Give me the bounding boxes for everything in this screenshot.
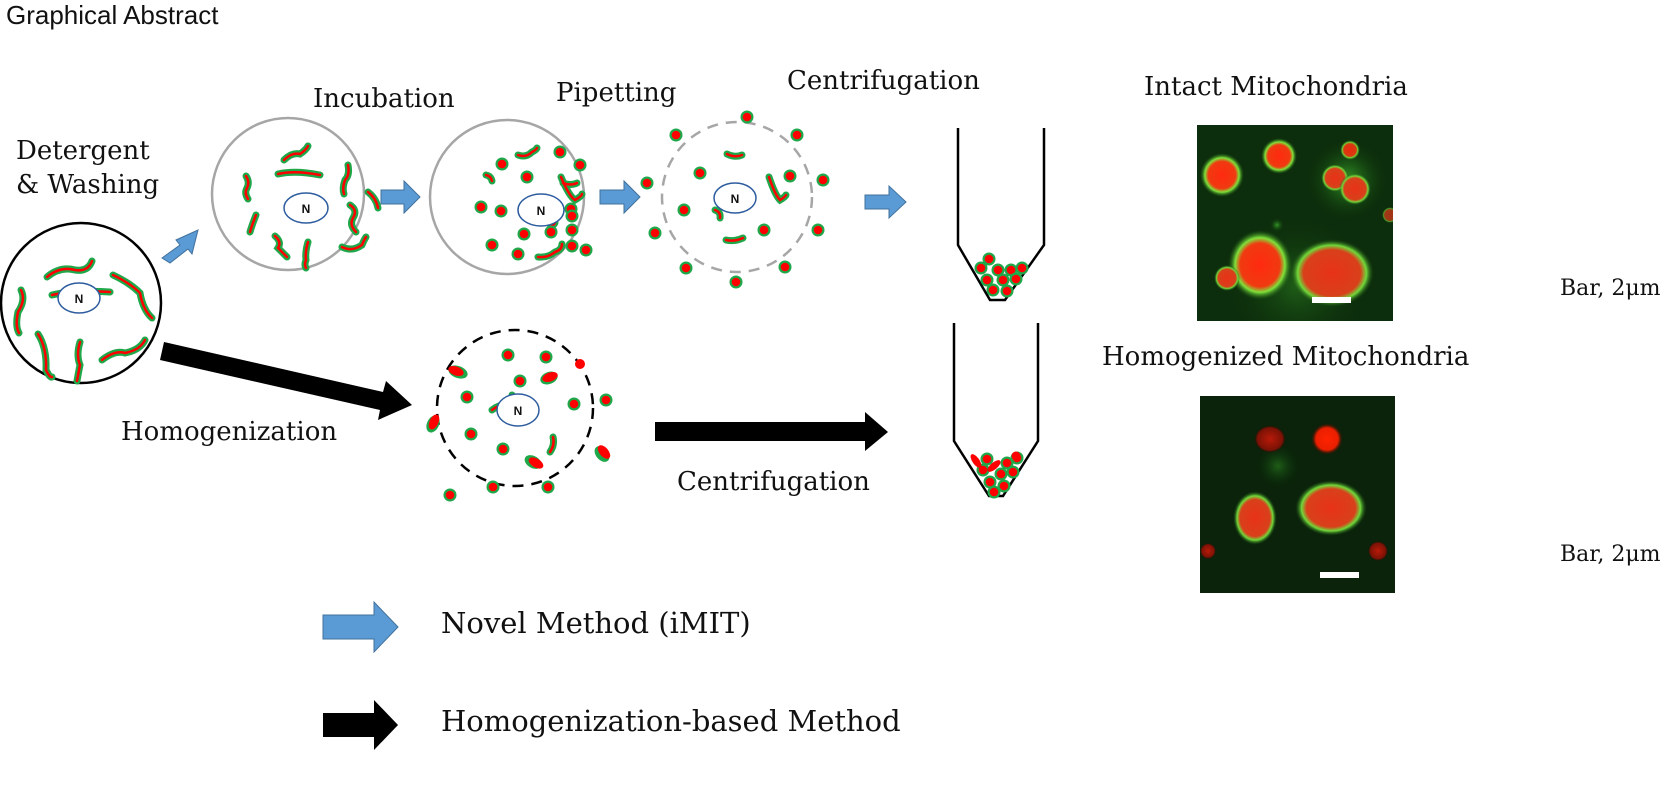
nucleus-label: N <box>302 202 311 216</box>
intact-mitochondria-title: Intact Mitochondria <box>1144 72 1408 102</box>
micrograph-intact <box>1197 125 1393 321</box>
flow-arrow-icon <box>380 179 421 215</box>
nucleus <box>517 193 565 227</box>
nucleus-label: N <box>537 204 546 218</box>
step-label-homogenization: Homogenization <box>121 417 338 447</box>
nucleus <box>57 282 101 314</box>
page-title: Graphical Abstract <box>6 0 219 30</box>
cell-pipetting: N <box>428 118 593 276</box>
nucleus <box>496 393 540 427</box>
intact-scale-label: Bar, 2μm <box>1560 276 1661 301</box>
cell-initial: N <box>0 221 163 385</box>
flow-arrow-icon <box>161 229 199 264</box>
legend-novel-arrow-icon <box>322 600 399 654</box>
flow-arrow-icon <box>864 184 907 220</box>
scale-bar <box>1320 572 1359 578</box>
nucleus-label: N <box>514 404 523 418</box>
nucleus-label: N <box>75 292 84 306</box>
step-label-detergent: Detergent <box>16 136 150 166</box>
nucleus-label: N <box>731 192 740 206</box>
step-label-washing: & Washing <box>16 170 160 200</box>
nucleus <box>283 192 329 224</box>
pellet <box>970 451 1024 499</box>
centrifugation-arrow-icon <box>655 412 888 451</box>
step-label-incubation: Incubation <box>313 84 455 114</box>
cell-incubation: N <box>210 116 382 272</box>
mitochondria-fragments <box>443 348 613 502</box>
scale-bar <box>1312 297 1351 303</box>
step-label-pipetting: Pipetting <box>556 78 677 108</box>
homogenized-scale-label: Bar, 2μm <box>1560 542 1661 567</box>
micrograph-homogenized <box>1200 396 1395 593</box>
flow-arrow-icon <box>599 179 641 215</box>
homogenization-arrow-icon <box>160 342 412 420</box>
homogenized-mitochondria-title: Homogenized Mitochondria <box>1102 342 1470 372</box>
cell-homogenized: N <box>426 328 613 502</box>
cell-disrupted: N <box>640 110 830 289</box>
nucleus <box>713 182 757 214</box>
legend-label-homogenization: Homogenization-based Method <box>441 704 901 738</box>
pellet <box>974 252 1029 298</box>
step-label-centrifugation-top: Centrifugation <box>787 66 980 96</box>
legend-homogenization-arrow-icon <box>323 700 398 750</box>
damaged-mitochondria <box>426 359 611 469</box>
centrifuge-tube-homogenized <box>952 323 1040 499</box>
centrifuge-tube-intact <box>956 128 1046 302</box>
step-label-centrifugation-bottom: Centrifugation <box>677 467 870 497</box>
mitochondria-tubular <box>13 257 156 385</box>
legend-label-novel: Novel Method (iMIT) <box>441 606 751 640</box>
